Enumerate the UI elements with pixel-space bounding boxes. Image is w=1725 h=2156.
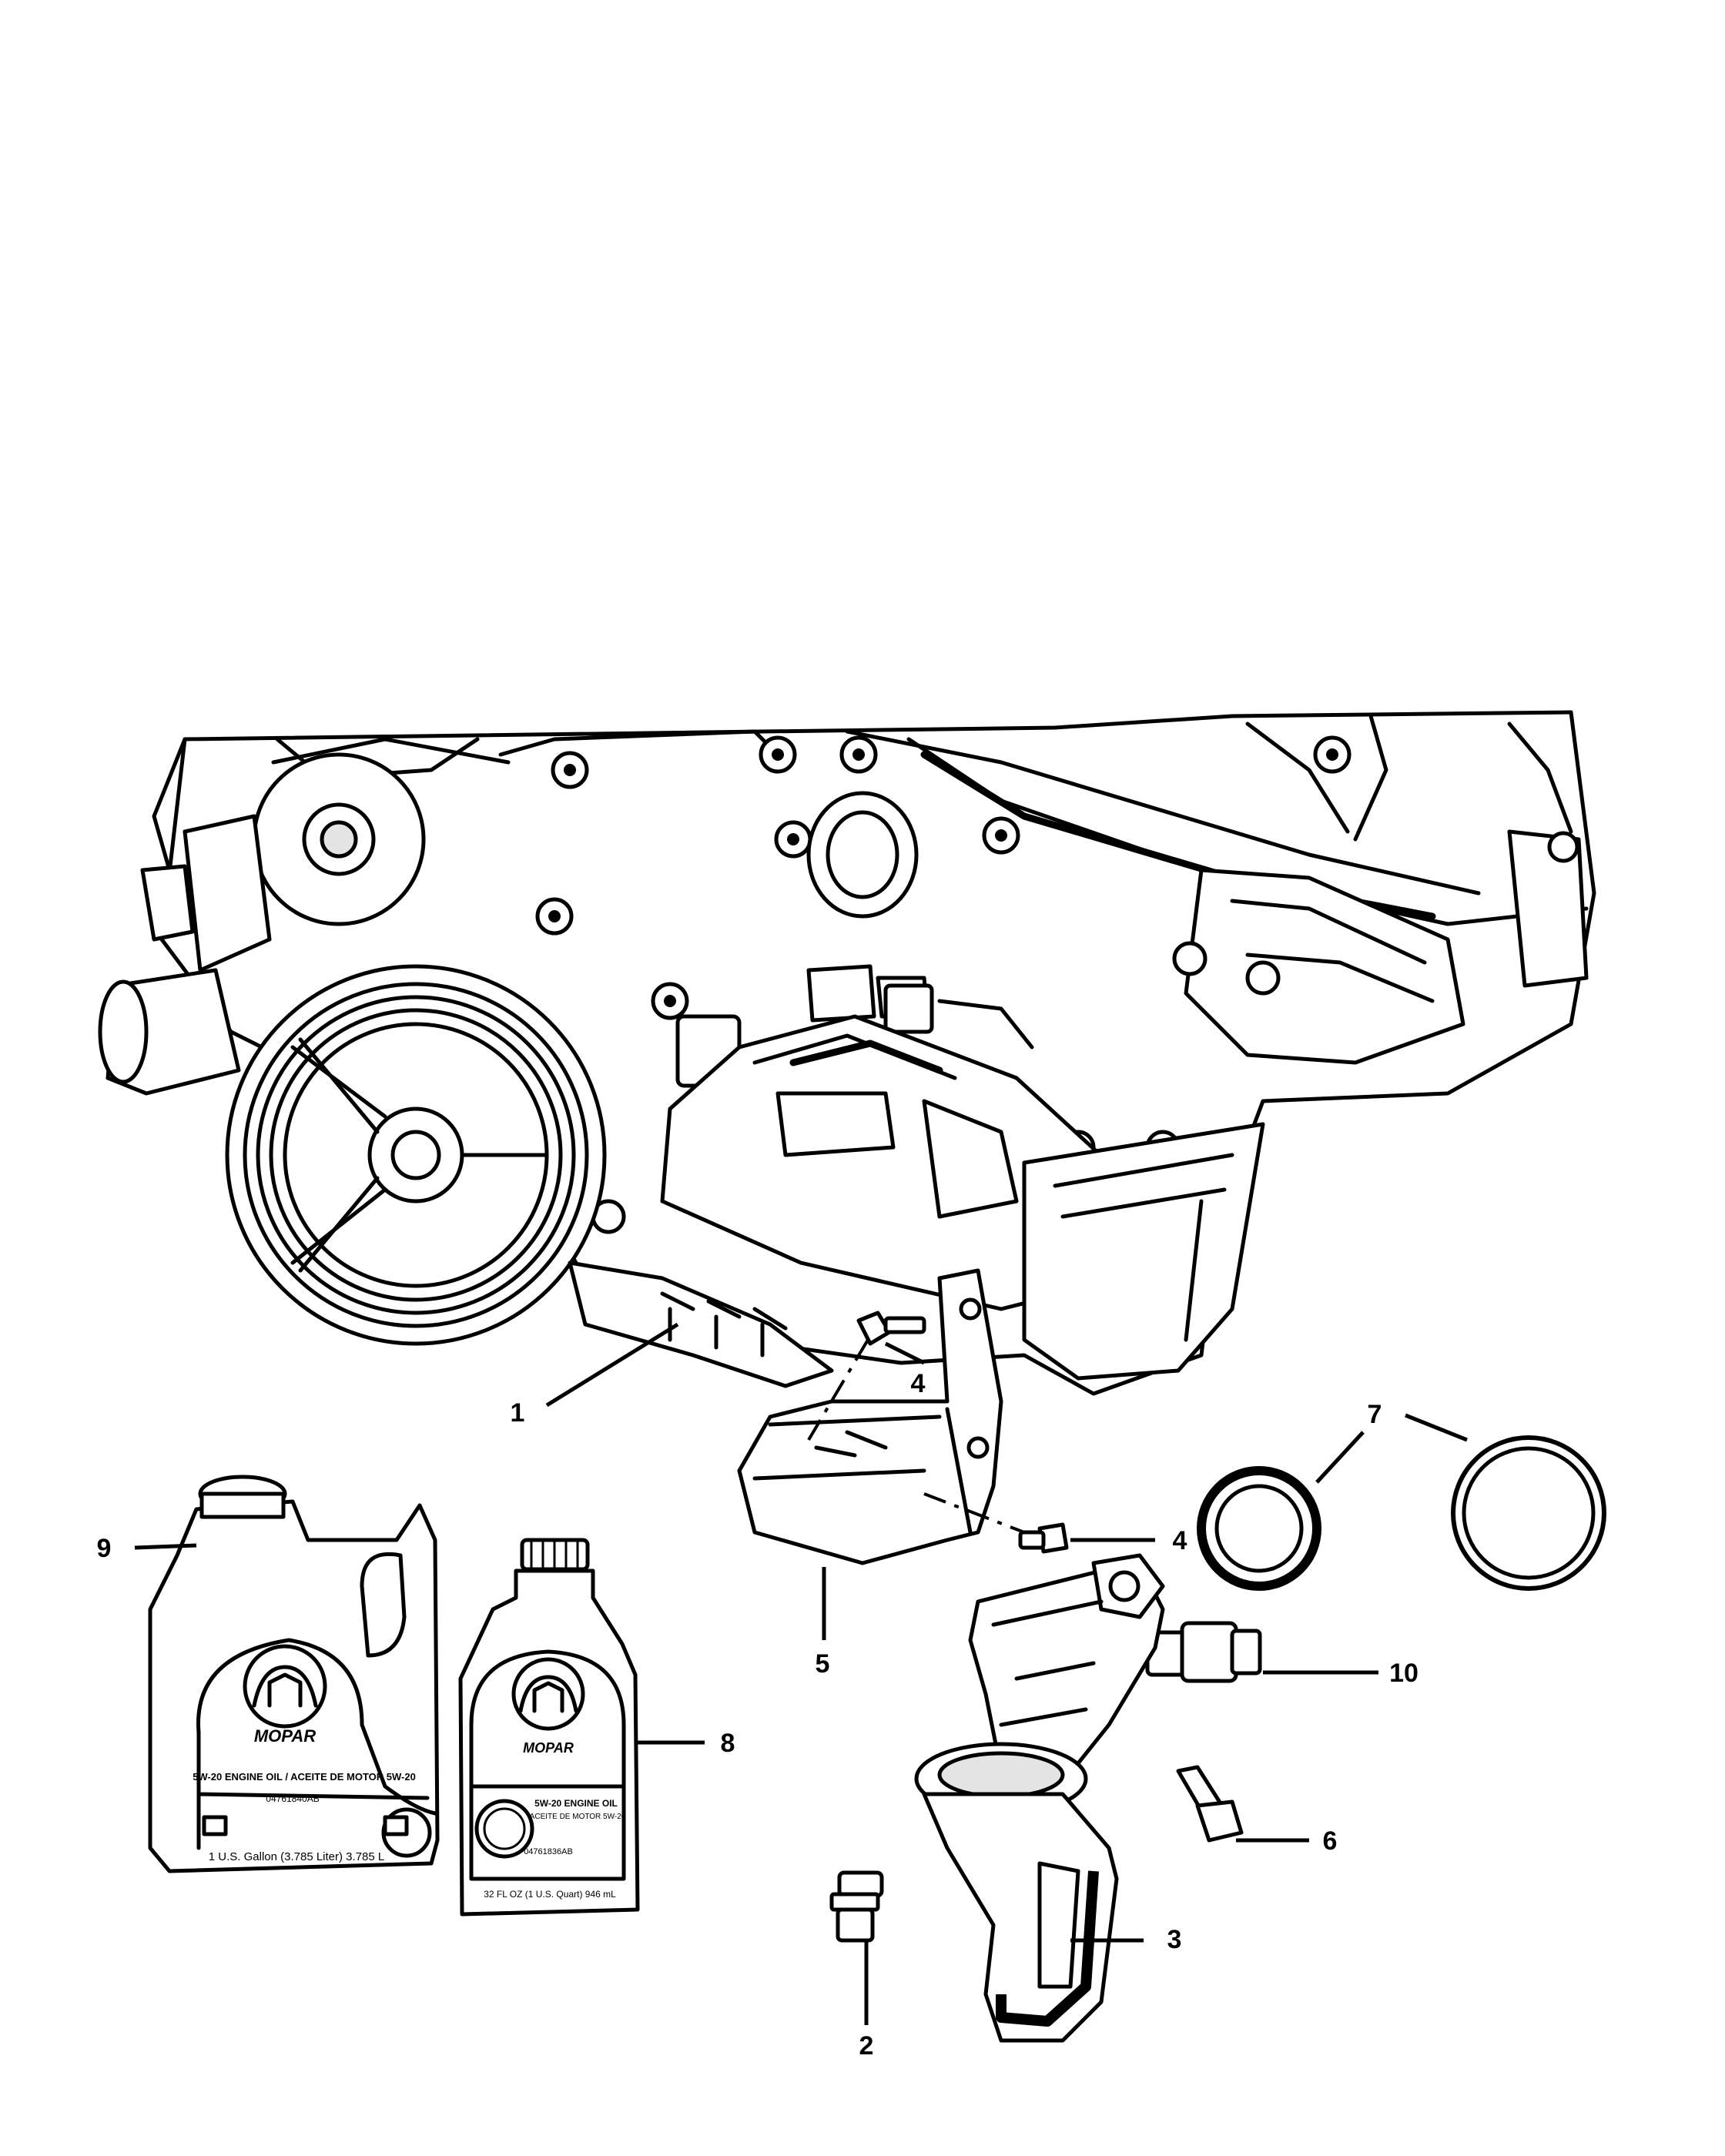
callout-5: 5 xyxy=(816,1649,830,1679)
dashed-bolt-axis-lower xyxy=(923,1492,1025,1534)
bottle-part-no: 04761836AB xyxy=(524,1847,573,1856)
callout-9: 9 xyxy=(97,1534,112,1563)
jug-volume: 1 U.S. Gallon (3.785 Liter) 3.785 L xyxy=(209,1850,384,1863)
part-10-sensor xyxy=(1145,1621,1262,1683)
callout-4-upper: 4 xyxy=(911,1369,926,1398)
leader-1 xyxy=(545,1322,679,1408)
part-6-bolt xyxy=(1176,1765,1244,1843)
callout-6: 6 xyxy=(1323,1826,1338,1856)
bottle-product-line2: ACEITE DE MOTOR 5W-20 xyxy=(530,1813,626,1821)
part-3-filter-adapter xyxy=(914,1553,1165,2043)
bottle-volume: 32 FL OZ (1 U.S. Quart) 946 mL xyxy=(484,1889,616,1900)
callout-4-lower: 4 xyxy=(1173,1526,1187,1555)
dashed-bolt-axis-upper xyxy=(807,1334,872,1441)
engine-assembly xyxy=(98,710,1596,1396)
part-7-seal-large xyxy=(1451,1435,1606,1591)
part-5-bracket xyxy=(737,1268,1003,1565)
leader-9 xyxy=(134,1543,197,1550)
callout-3: 3 xyxy=(1167,1925,1182,1954)
jug-part-no: 04761840AB xyxy=(266,1793,319,1804)
part-8-quart-bottle: MOPAR 5W-20 ENGINE OIL ACEITE DE MOTOR 5… xyxy=(458,1538,640,1917)
callout-1: 1 xyxy=(511,1398,525,1428)
leader-7a xyxy=(1315,1431,1365,1484)
bottle-brand: MOPAR xyxy=(523,1740,574,1756)
callout-8: 8 xyxy=(721,1729,735,1758)
leader-7b xyxy=(1405,1413,1468,1442)
jug-product: 5W-20 ENGINE OIL / ACEITE DE MOTOR 5W-20 xyxy=(193,1771,416,1783)
part-7-seal-small xyxy=(1197,1466,1321,1591)
leader-4a xyxy=(884,1341,926,1365)
callout-10: 10 xyxy=(1389,1659,1419,1688)
part-4-bolt-lower xyxy=(1018,1522,1069,1554)
bottle-product-line1: 5W-20 ENGINE OIL xyxy=(534,1798,618,1809)
jug-brand: MOPAR xyxy=(254,1726,316,1746)
part-2-fitting xyxy=(829,1870,884,1943)
callout-2: 2 xyxy=(859,2031,874,2061)
part-9-gallon-jug: MOPAR 5W-20 ENGINE OIL / ACEITE DE MOTOR… xyxy=(148,1475,440,1873)
callout-7: 7 xyxy=(1368,1400,1382,1429)
part-4-bolt-upper xyxy=(856,1311,926,1346)
